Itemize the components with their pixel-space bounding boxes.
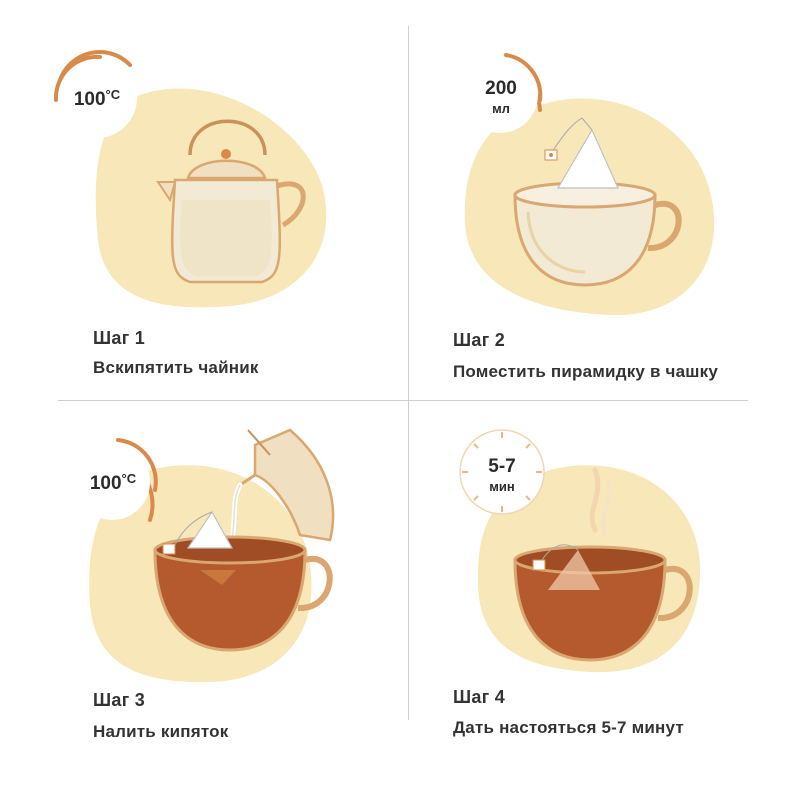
step-2-description: Поместить пирамидку в чашку	[453, 362, 719, 381]
cup-with-tea-pyramid-icon	[462, 53, 715, 316]
step-4-panel: 5-7 мин Шаг 4 Дать настояться 5-7 минут	[400, 400, 800, 800]
step-4-description: Дать настояться 5-7 минут	[453, 718, 684, 737]
steaming-tea-cup-icon	[459, 429, 700, 673]
step-1-title: Шаг 1	[93, 328, 146, 348]
svg-text:5-7: 5-7	[488, 456, 515, 477]
timer-badge: 5-7 мин	[488, 456, 515, 494]
step-2-panel: 200 мл Шаг 2 Поместить пирамидку в чашку	[400, 0, 800, 400]
step-4-title: Шаг 4	[453, 687, 506, 707]
svg-text:мин: мин	[489, 479, 514, 494]
svg-text:200: 200	[485, 78, 517, 99]
svg-text:100°C: 100°C	[74, 87, 121, 110]
step-2-title: Шаг 2	[453, 330, 506, 350]
horizontal-divider	[58, 400, 748, 401]
step-3-description: Налить кипяток	[93, 722, 229, 741]
pouring-kettle-icon	[74, 428, 335, 683]
step-1-description: Вскипятить чайник	[93, 358, 259, 377]
step-3-title: Шаг 3	[93, 690, 146, 710]
kettle-icon	[53, 50, 327, 308]
temperature-badge: 100°C	[74, 87, 121, 110]
temperature-badge: 100°C	[90, 471, 137, 494]
svg-text:мл: мл	[492, 101, 510, 116]
step-1-panel: 100°C Шаг 1 Вскипятить чайник	[0, 0, 400, 400]
vertical-divider	[408, 26, 409, 720]
step-3-panel: 100°C Шаг 3 Налить кипяток	[0, 400, 400, 800]
svg-text:100°C: 100°C	[90, 471, 137, 494]
volume-badge: 200 мл	[485, 78, 517, 116]
